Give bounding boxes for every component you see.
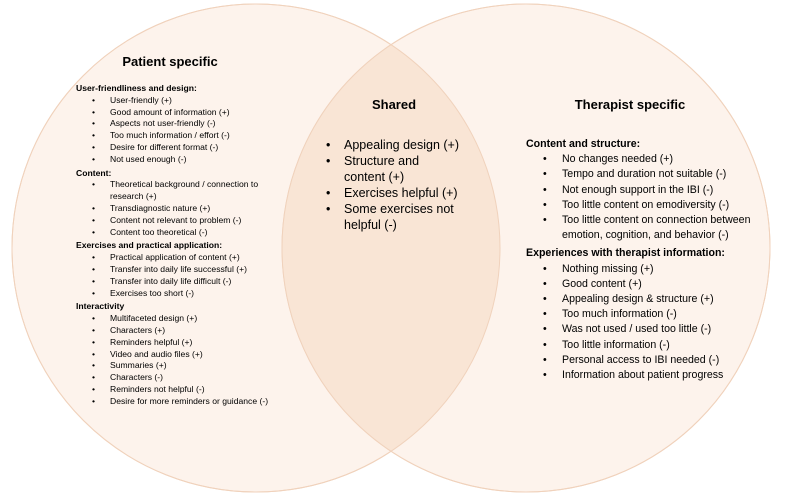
list-item: Some exercises not helpful (-) bbox=[326, 201, 476, 233]
list-item: Appealing design & structure (+) bbox=[543, 292, 766, 307]
list-item: Desire for more reminders or guidance (-… bbox=[92, 396, 306, 408]
list-item: Summaries (+) bbox=[92, 360, 306, 372]
patient-category-heading: Interactivity bbox=[76, 301, 125, 312]
list-item: Information about patient progress bbox=[543, 368, 766, 383]
list-item: Was not used / used too little (-) bbox=[543, 322, 766, 337]
therapist-circle-outline bbox=[281, 3, 771, 493]
list-item: Transfer into daily life successful (+) bbox=[92, 264, 306, 276]
list-item: Exercises too short (-) bbox=[92, 288, 306, 300]
therapist-category-heading: Experiences with therapist information: bbox=[526, 247, 725, 260]
therapist-category-heading: Content and structure: bbox=[526, 138, 641, 150]
patient-category-list: User-friendly (+) Good amount of informa… bbox=[76, 95, 306, 166]
list-item: Multifaceted design (+) bbox=[92, 313, 306, 325]
patient-category-heading: Content: bbox=[76, 167, 112, 178]
list-item: Personal access to IBI needed (-) bbox=[543, 353, 766, 368]
shared-list: Appealing design (+) Structure and conte… bbox=[326, 137, 476, 233]
list-item: Practical application of content (+) bbox=[92, 252, 306, 264]
list-item: Appealing design (+) bbox=[326, 137, 476, 153]
list-item: Not used enough (-) bbox=[92, 154, 306, 166]
list-item: Reminders helpful (+) bbox=[92, 337, 306, 349]
therapist-category-list: Nothing missing (+) Good content (+) App… bbox=[526, 262, 766, 384]
list-item: Too little content on connection between… bbox=[543, 213, 766, 243]
list-item: User-friendly (+) bbox=[92, 95, 306, 107]
patient-circle-outline bbox=[11, 3, 501, 493]
list-item: Good amount of information (+) bbox=[92, 107, 306, 119]
list-item: Not enough support in the IBI (-) bbox=[543, 183, 766, 198]
list-item: Too much information / effort (-) bbox=[92, 130, 306, 142]
list-item: Exercises helpful (+) bbox=[326, 185, 476, 201]
patient-category-heading: User-friendliness and design: bbox=[76, 83, 197, 93]
list-item: No changes needed (+) bbox=[543, 152, 766, 167]
patient-category-list: Theoretical background / connection to r… bbox=[76, 179, 306, 238]
patient-title: Patient specific bbox=[122, 54, 218, 69]
list-item: Too much information (-) bbox=[543, 307, 766, 322]
list-item: Desire for different format (-) bbox=[92, 142, 306, 154]
list-item: Too little content on emodiversity (-) bbox=[543, 198, 766, 213]
list-item: Characters (-) bbox=[92, 372, 306, 384]
therapist-title: Therapist specific bbox=[574, 97, 686, 112]
list-item: Structure and content (+) bbox=[326, 153, 476, 185]
list-item: Tempo and duration not suitable (-) bbox=[543, 167, 766, 182]
list-item: Content not relevant to problem (-) bbox=[92, 215, 306, 227]
list-item: Video and audio files (+) bbox=[92, 349, 306, 361]
patient-category-heading: Exercises and practical application: bbox=[76, 240, 223, 251]
shared-title: Shared bbox=[371, 97, 417, 112]
list-item: Good content (+) bbox=[543, 277, 766, 292]
list-item: Transfer into daily life difficult (-) bbox=[92, 276, 306, 288]
patient-list: User-friendliness and design: User-frien… bbox=[76, 83, 306, 408]
list-item: Aspects not user-friendly (-) bbox=[92, 118, 306, 130]
list-item: Reminders not helpful (-) bbox=[92, 384, 306, 396]
list-item: Transdiagnostic nature (+) bbox=[92, 203, 306, 215]
therapist-list: Content and structure: No changes needed… bbox=[526, 137, 766, 383]
therapist-category-list: No changes needed (+) Tempo and duration… bbox=[526, 152, 766, 243]
list-item: Content too theoretical (-) bbox=[92, 227, 306, 239]
shared-items: Appealing design (+) Structure and conte… bbox=[326, 137, 476, 233]
list-item: Theoretical background / connection to r… bbox=[92, 179, 306, 203]
list-item: Nothing missing (+) bbox=[543, 262, 766, 277]
patient-category-list: Multifaceted design (+) Characters (+) R… bbox=[76, 313, 306, 407]
list-item: Too little information (-) bbox=[543, 338, 766, 353]
list-item: Characters (+) bbox=[92, 325, 306, 337]
patient-category-list: Practical application of content (+) Tra… bbox=[76, 252, 306, 299]
shared-overlap bbox=[282, 4, 500, 492]
